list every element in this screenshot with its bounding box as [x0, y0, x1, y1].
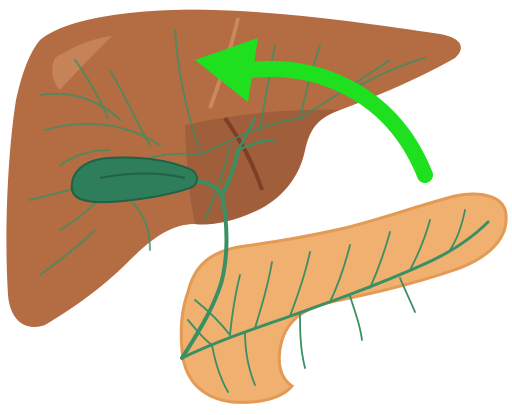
bile-duct-icon — [180, 116, 277, 360]
liver-vessels — [29, 29, 426, 276]
liver-fissure — [223, 116, 264, 191]
arrow-head — [195, 38, 258, 102]
gallbladder-fold — [99, 172, 186, 179]
gallbladder-body — [70, 156, 198, 204]
curved-arrow-icon — [195, 38, 433, 183]
liver-highlight — [52, 36, 112, 90]
arrow-shaft — [242, 60, 433, 183]
gallbladder-icon — [70, 156, 198, 204]
pancreatic-ducts — [180, 209, 490, 393]
